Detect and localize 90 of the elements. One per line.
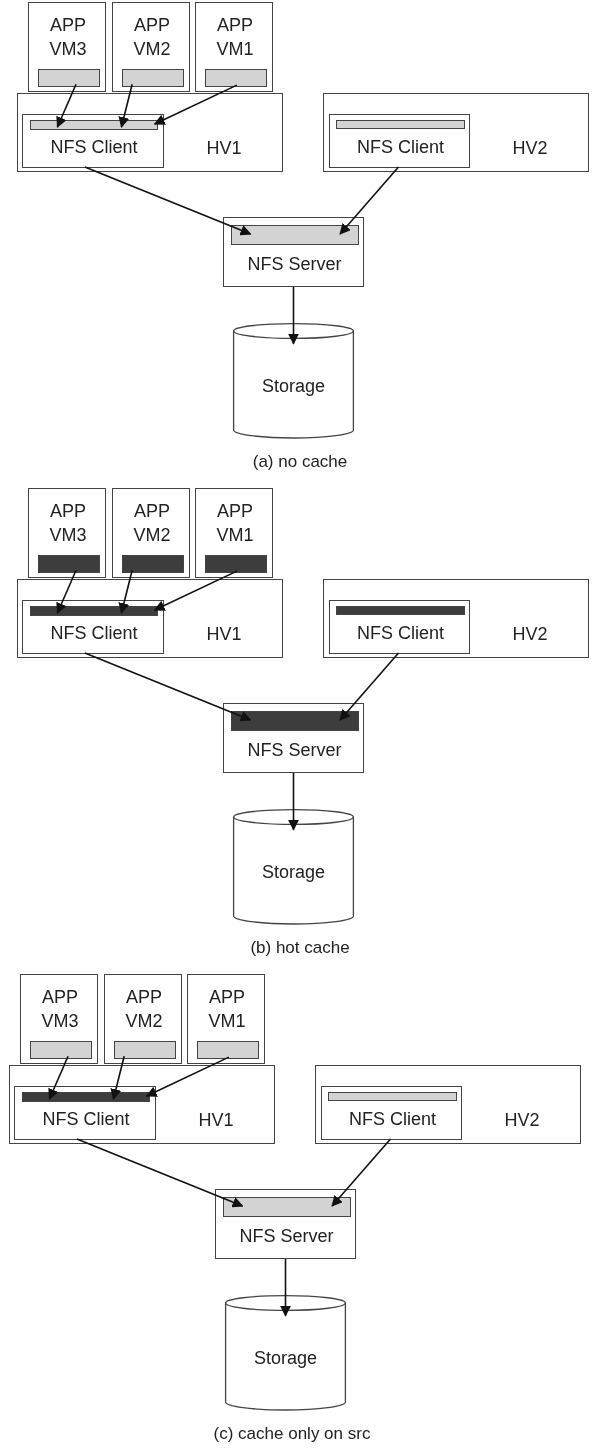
- caption: (c) cache only on src: [212, 1424, 372, 1444]
- arrow: [118, 569, 133, 615]
- arrow: [48, 1055, 69, 1100]
- vm-label: APP VM1: [215, 14, 255, 61]
- client-label: NFS Client: [49, 622, 139, 645]
- arrow: [56, 569, 77, 614]
- vm-label: APP VM3: [48, 14, 88, 61]
- cache-bar: [22, 1092, 150, 1102]
- arrow: [339, 652, 400, 721]
- hypervisor-box: [17, 93, 283, 172]
- vm-box: [195, 2, 273, 92]
- storage-label: Storage: [260, 861, 326, 884]
- hypervisor-box: [9, 1065, 275, 1144]
- vm-label: APP VM1: [215, 500, 255, 547]
- arrow: [280, 1258, 291, 1317]
- cache-bar: [30, 606, 158, 616]
- arrow: [331, 1138, 392, 1207]
- vm-box: [112, 488, 190, 578]
- cache-bar: [30, 120, 158, 130]
- vm-box: [28, 488, 106, 578]
- hypervisor-label: HV2: [503, 1109, 541, 1132]
- hypervisor-box: [17, 579, 283, 658]
- vm-label: APP VM2: [132, 14, 172, 61]
- client-box: [22, 600, 164, 654]
- arrow: [118, 83, 133, 129]
- arrow: [110, 1055, 125, 1101]
- vm-box: [195, 488, 273, 578]
- cache-bar: [223, 1197, 351, 1217]
- arrow: [56, 83, 77, 128]
- arrow: [288, 286, 299, 345]
- server-label: NFS Server: [238, 1225, 335, 1248]
- cache-bar: [328, 1092, 457, 1101]
- vm-label: APP VM3: [48, 500, 88, 547]
- arrow: [84, 166, 252, 236]
- cache-bar: [231, 225, 359, 245]
- server-box: [223, 703, 364, 773]
- hypervisor-box: [315, 1065, 581, 1144]
- hypervisor-label: HV2: [511, 623, 549, 646]
- vm-label: APP VM1: [207, 986, 247, 1033]
- vm-box: [104, 974, 182, 1064]
- cache-bar: [122, 555, 184, 573]
- caption: (b) hot cache: [249, 938, 351, 958]
- cache-bar: [336, 120, 465, 129]
- vm-label: APP VM2: [124, 986, 164, 1033]
- cache-bar: [38, 69, 100, 87]
- storage-label: Storage: [252, 1347, 318, 1370]
- hypervisor-box: [323, 93, 589, 172]
- cache-bar: [205, 69, 267, 87]
- hypervisor-label: HV1: [197, 1109, 235, 1132]
- server-label: NFS Server: [246, 253, 343, 276]
- client-label: NFS Client: [41, 1108, 131, 1131]
- arrow: [145, 1056, 230, 1097]
- arrow: [339, 166, 400, 235]
- cache-bar: [205, 555, 267, 573]
- caption: (a) no cache: [251, 452, 349, 472]
- arrow: [153, 570, 238, 611]
- vm-box: [28, 2, 106, 92]
- client-label: NFS Client: [49, 136, 139, 159]
- cache-bar: [197, 1041, 259, 1059]
- server-box: [223, 217, 364, 287]
- server-box: [215, 1189, 356, 1259]
- cache-bar: [30, 1041, 92, 1059]
- arrow: [84, 652, 252, 722]
- cache-bar: [231, 711, 359, 731]
- storage-label: Storage: [260, 375, 326, 398]
- vm-label: APP VM3: [40, 986, 80, 1033]
- vm-label: APP VM2: [132, 500, 172, 547]
- client-label: NFS Client: [356, 622, 445, 645]
- vm-box: [20, 974, 98, 1064]
- arrow: [153, 84, 238, 125]
- cache-bar: [336, 606, 465, 615]
- cache-bar: [122, 69, 184, 87]
- hypervisor-label: HV1: [205, 137, 243, 160]
- client-label: NFS Client: [348, 1108, 437, 1131]
- server-label: NFS Server: [246, 739, 343, 762]
- client-box: [14, 1086, 156, 1140]
- client-box: [22, 114, 164, 168]
- vm-box: [187, 974, 265, 1064]
- arrow: [76, 1138, 244, 1208]
- hypervisor-box: [323, 579, 589, 658]
- cache-bar: [114, 1041, 176, 1059]
- client-box: [321, 1086, 462, 1140]
- client-box: [329, 114, 470, 168]
- client-label: NFS Client: [356, 136, 445, 159]
- arrow: [288, 772, 299, 831]
- hypervisor-label: HV1: [205, 623, 243, 646]
- vm-box: [112, 2, 190, 92]
- hypervisor-label: HV2: [511, 137, 549, 160]
- client-box: [329, 600, 470, 654]
- cache-bar: [38, 555, 100, 573]
